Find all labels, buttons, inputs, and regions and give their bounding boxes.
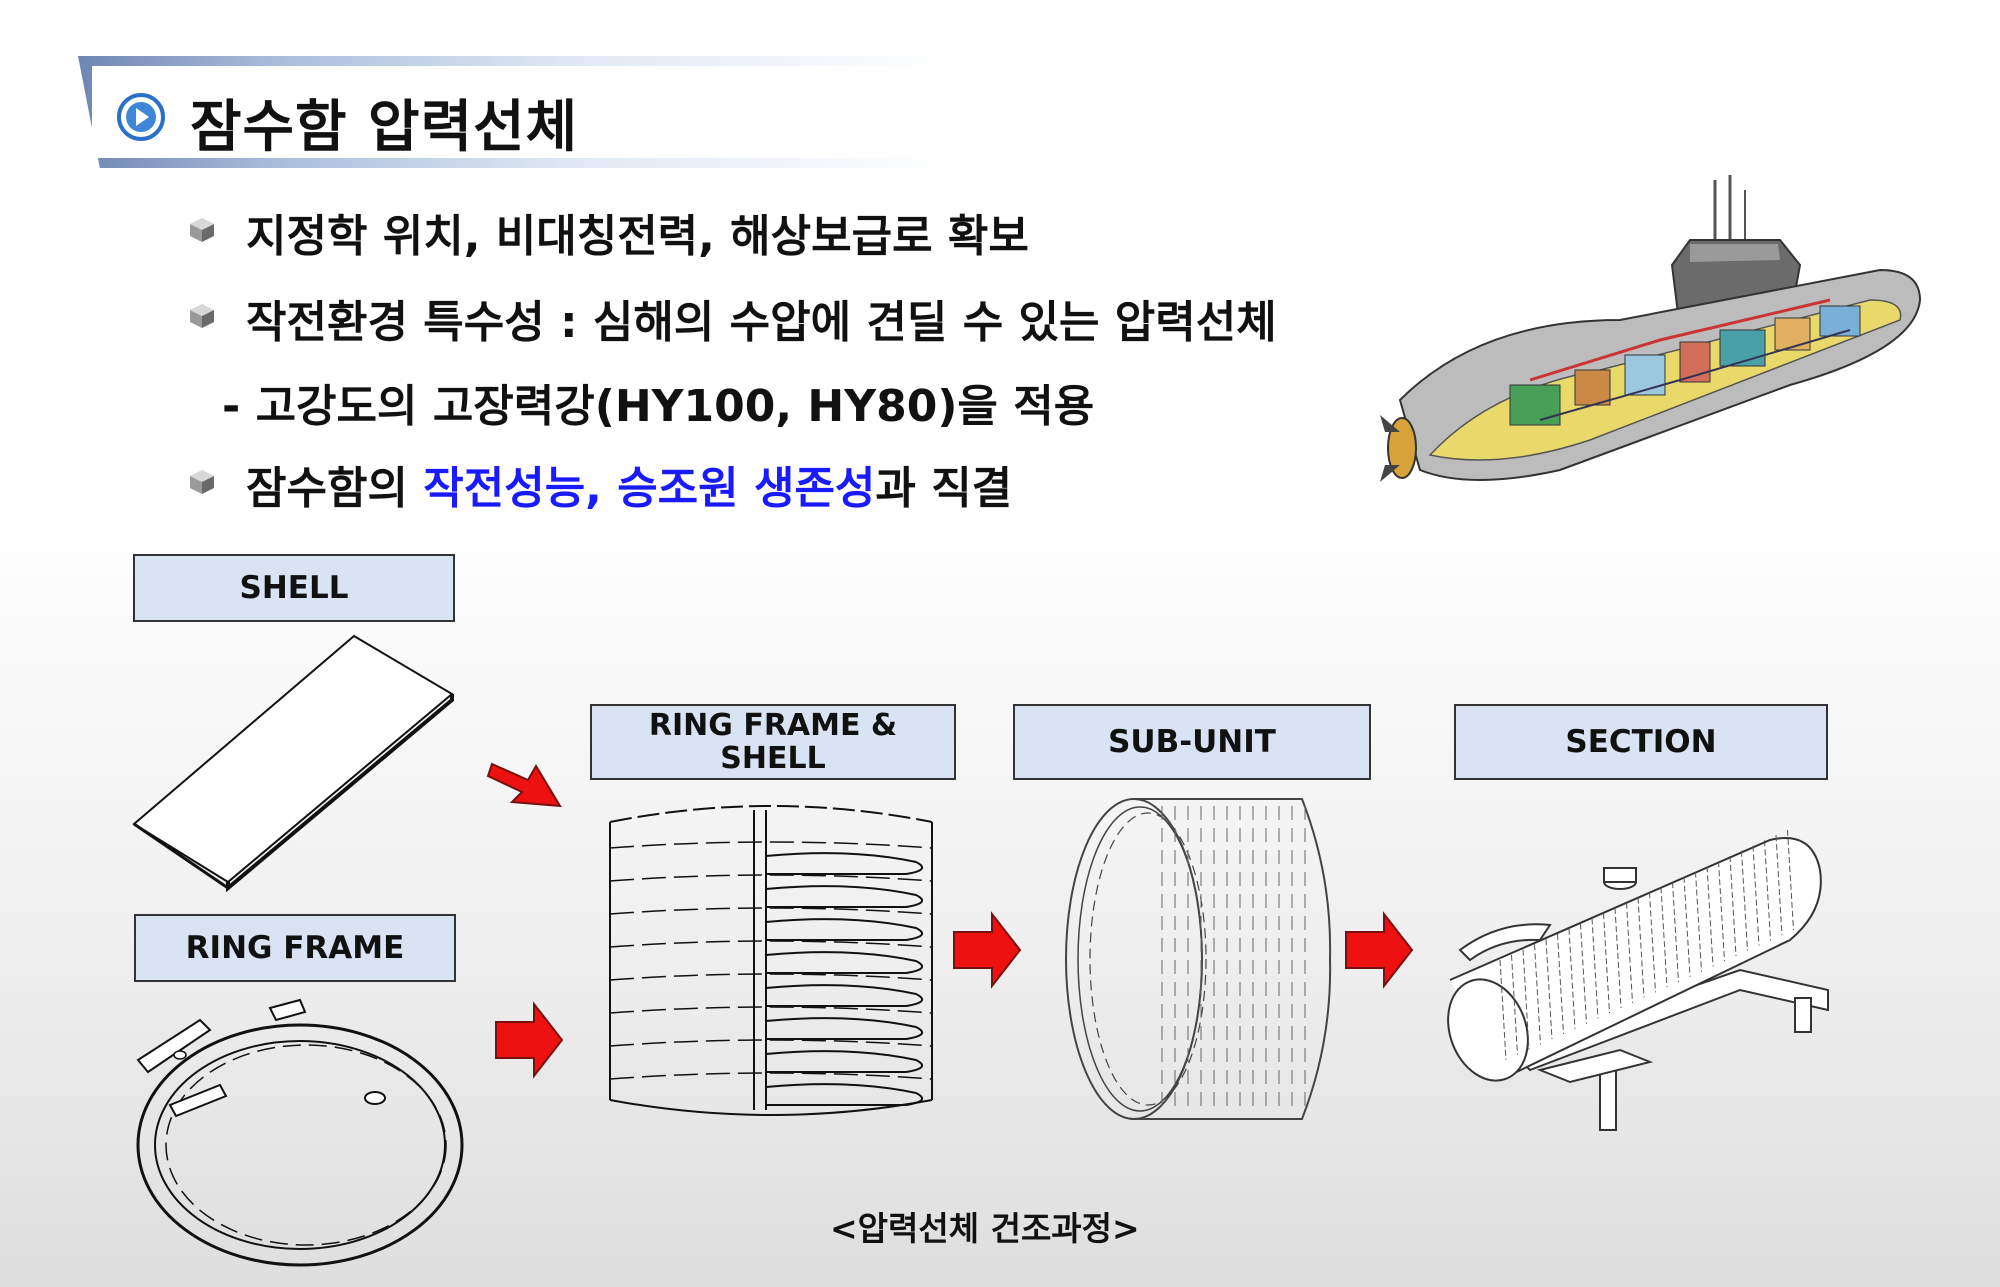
section-label: SECTION xyxy=(1454,704,1828,780)
ring-line xyxy=(609,907,933,915)
cube-bullet-icon xyxy=(190,218,214,242)
ring-frame-loop xyxy=(765,1050,924,1073)
section-frame-line xyxy=(1614,907,1622,1009)
bullet-performance-highlight: 작전성능, 승조원 생존성 xyxy=(423,463,876,514)
ring-frame-loop xyxy=(765,918,924,941)
red-arrow-icon xyxy=(1345,911,1414,989)
section-frame-line xyxy=(1522,949,1530,1050)
section-frame-lines xyxy=(1499,829,1794,1061)
red-arrow-icon xyxy=(495,1001,564,1079)
ring-frame-shell-label-line2: SHELL xyxy=(720,741,826,776)
section-frame-line xyxy=(1511,954,1518,1055)
section-frame-line xyxy=(1580,923,1587,1024)
cube-bullet-icon xyxy=(190,470,214,494)
ring-frame-shell-drawing xyxy=(609,805,933,1116)
ring-frame-label: RING FRAME xyxy=(134,914,456,982)
ring-frame-shell-label: RING FRAME & SHELL xyxy=(590,704,956,780)
submarine-cutaway-illustration xyxy=(1380,175,1922,482)
ring-frame-rings xyxy=(609,841,933,1106)
section-frame-line xyxy=(1706,866,1714,967)
bullet-sub-steel: - 고강도의 고장력강(HY100, HY80)을 적용 xyxy=(222,381,1095,432)
ring-frame-loop xyxy=(765,852,924,875)
section-frame-line xyxy=(1591,918,1599,1019)
sub-unit-drawing xyxy=(1065,798,1332,1120)
section-frame-line xyxy=(1729,855,1737,957)
ring-line xyxy=(609,874,933,882)
title-banner-highlight xyxy=(92,66,1168,158)
section-frame-line xyxy=(1695,871,1702,972)
section-frame-line xyxy=(1557,933,1564,1035)
section-frame-line xyxy=(1787,829,1794,931)
bullet-performance: 잠수함의 작전성능, 승조원 생존성과 직결 xyxy=(246,452,1012,516)
ring-line xyxy=(609,973,933,981)
section-frame-line xyxy=(1626,902,1633,1003)
section-frame-line xyxy=(1741,850,1748,951)
section-frame-line xyxy=(1649,892,1656,993)
sub-unit-frame-lines xyxy=(1161,806,1306,1112)
section-frame-line xyxy=(1637,897,1645,998)
section-drawing xyxy=(1447,829,1829,1131)
shell-label: SHELL xyxy=(133,554,455,622)
cube-bullet-icon xyxy=(190,304,214,328)
play-circle-icon xyxy=(117,93,165,141)
section-frame-line xyxy=(1764,840,1771,941)
ring-line xyxy=(609,1072,933,1080)
ring-frame-loop xyxy=(765,951,924,974)
ring-frame-drawing xyxy=(136,998,464,1267)
ring-frame-shell-label-line1: RING FRAME & xyxy=(648,708,898,743)
bullet-geopolitics: 지정학 위치, 비대칭전력, 해상보급로 확보 xyxy=(246,211,1029,262)
section-frame-line xyxy=(1718,861,1725,962)
ring-frame-loop xyxy=(765,885,924,908)
bullet-performance-pre: 잠수함의 xyxy=(246,463,424,514)
red-arrow-icon xyxy=(953,911,1022,989)
ring-frame-loop xyxy=(765,1083,924,1106)
red-arrow-icon xyxy=(486,762,562,808)
section-frame-line xyxy=(1534,944,1541,1045)
section-frame-line xyxy=(1660,887,1668,988)
section-frame-line xyxy=(1499,959,1507,1061)
section-frame-line xyxy=(1683,876,1691,977)
section-frame-line xyxy=(1568,928,1576,1029)
ring-frame-loop xyxy=(765,1017,924,1040)
bullet-performance-post: 과 직결 xyxy=(875,463,1013,514)
shell-plate-drawing xyxy=(132,634,454,893)
ring-line xyxy=(609,940,933,948)
section-frame-line xyxy=(1603,913,1610,1014)
page-title: 잠수함 압력선체 xyxy=(190,95,579,160)
ring-frame-loop xyxy=(765,984,924,1007)
ring-line xyxy=(609,841,933,849)
section-frame-line xyxy=(1545,939,1553,1040)
diagram-caption: <압력선체 건조과정> xyxy=(830,1209,1140,1248)
sub-unit-label: SUB-UNIT xyxy=(1013,704,1371,780)
bullet-environment: 작전환경 특수성 : 심해의 수압에 견딜 수 있는 압력선체 xyxy=(246,297,1277,348)
section-frame-line xyxy=(1672,881,1679,983)
ring-line xyxy=(609,1006,933,1014)
ring-line xyxy=(609,1039,933,1047)
section-frame-line xyxy=(1752,845,1760,946)
section-frame-line xyxy=(1775,835,1783,936)
